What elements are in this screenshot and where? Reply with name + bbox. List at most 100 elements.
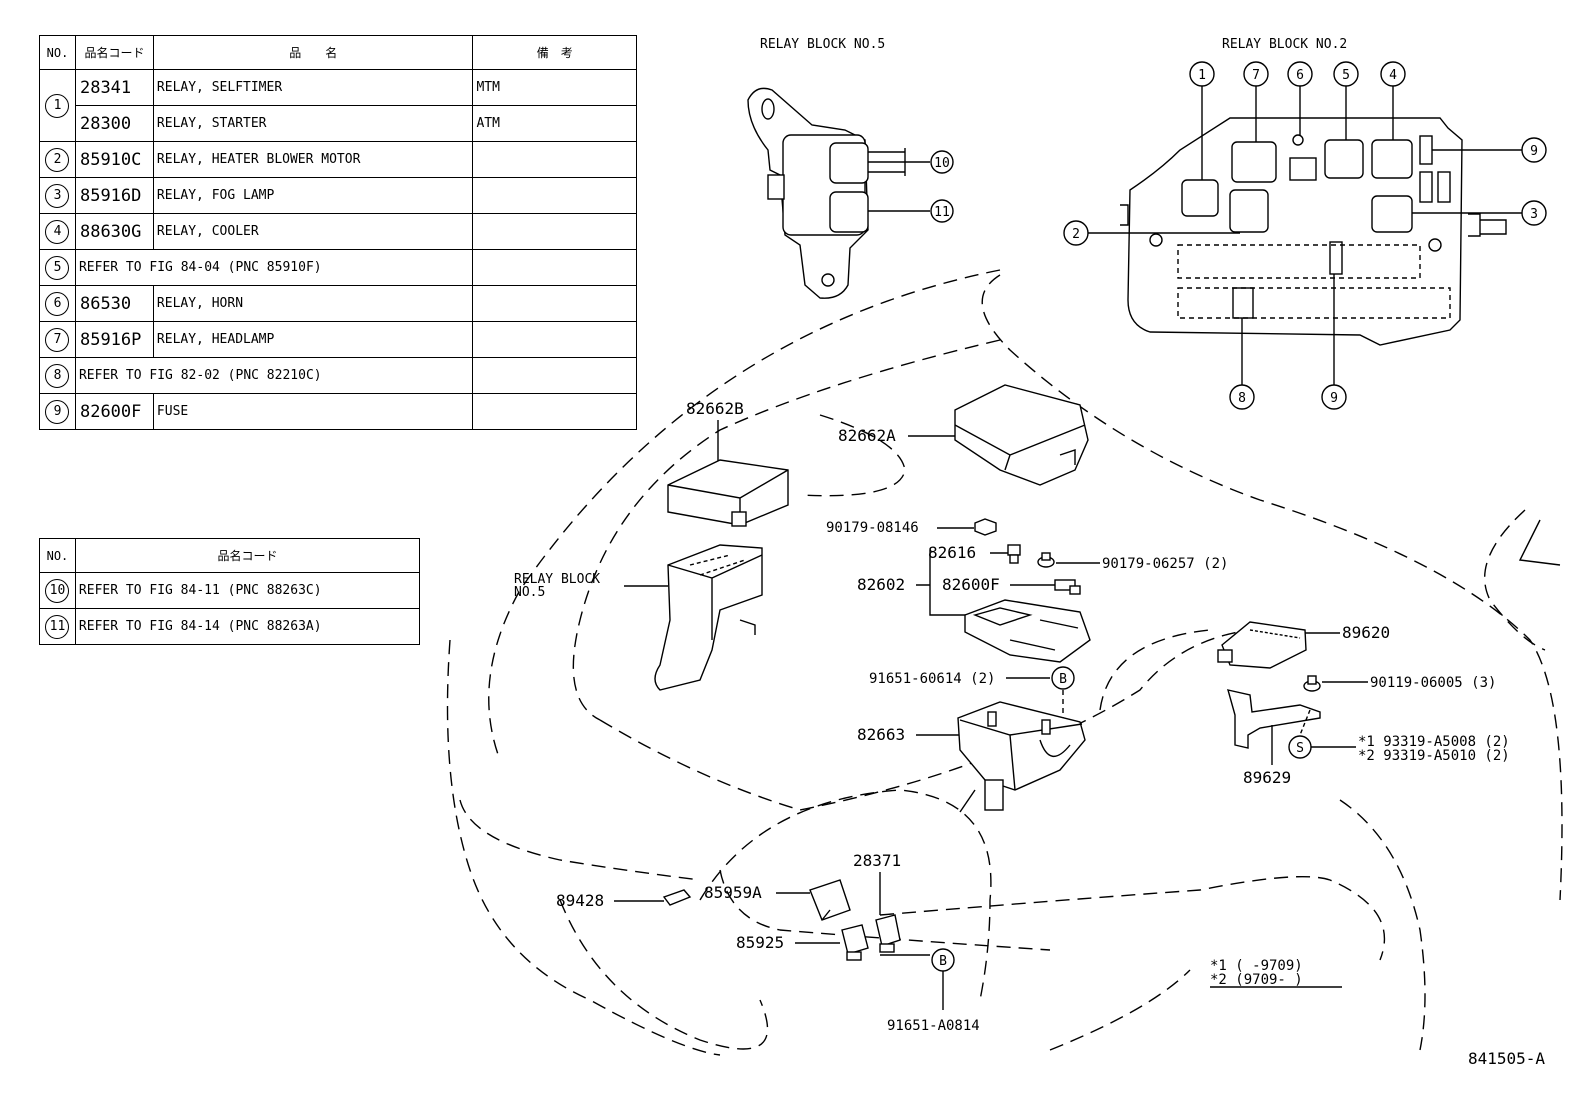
label-91651-60614: 91651-60614 (2)	[869, 671, 995, 687]
label-91651-a0814: 91651-A0814	[887, 1018, 980, 1034]
callout-1: 1	[1189, 61, 1215, 87]
relay-block-5-caption: RELAY BLOCK NO.5	[760, 37, 885, 52]
sensor-89428	[662, 889, 692, 906]
svg-text:2: 2	[1072, 227, 1080, 242]
col-header-remark: 備 考	[472, 35, 637, 70]
item-number-circle: 10	[45, 578, 70, 603]
callout-6: 6	[1287, 61, 1313, 87]
part-code: 28341	[74, 69, 154, 106]
col-header-code: 品名コード	[74, 538, 421, 573]
bolt-90119-06005	[1303, 675, 1321, 692]
label-90119-06005: 90119-06005 (3)	[1370, 675, 1496, 691]
footnote-1: *1 ( -9709)	[1210, 958, 1303, 974]
svg-text:B: B	[1059, 672, 1067, 687]
item-number-circle: 2	[45, 147, 70, 172]
cover-82662A	[954, 384, 1089, 486]
part-code: 85916P	[74, 321, 154, 358]
callout-4: 4	[1380, 61, 1406, 87]
relay-block-2-drawing	[1120, 117, 1507, 346]
table-header-row: NO. 品名コード	[39, 538, 421, 573]
lower-box-82663	[957, 701, 1086, 811]
svg-text:S: S	[1296, 741, 1304, 756]
relay-block-label-line1: RELAY BLOCK	[514, 572, 600, 587]
control-module-89620	[1217, 621, 1307, 669]
relay-block-base	[654, 544, 763, 691]
item-number-circle: 4	[45, 219, 70, 244]
relay-block-2-caption: RELAY BLOCK NO.2	[1222, 37, 1347, 52]
junction-block-82602	[964, 599, 1091, 663]
table-row: 6 86530 RELAY, HORN	[39, 285, 637, 322]
footnote-2: *2 (9709- )	[1210, 972, 1303, 988]
relay-block-5-drawing	[747, 87, 930, 299]
fuse-puller-82616	[1007, 544, 1021, 564]
table-row: 10 REFER TO FIG 84-11 (PNC 88263C)	[39, 572, 421, 609]
label-89620: 89620	[1342, 623, 1390, 642]
col-header-no: NO.	[39, 35, 76, 70]
label-93319-a5008: *1 93319-A5008 (2)	[1358, 734, 1510, 750]
callout-9: 9	[1321, 384, 1347, 410]
table-row: 7 85916P RELAY, HEADLAMP	[39, 321, 637, 358]
svg-text:9: 9	[1330, 391, 1338, 406]
item-number-circle: 8	[45, 363, 70, 388]
part-code: 28300	[74, 105, 154, 142]
svg-text:5: 5	[1342, 68, 1350, 83]
part-name: RELAY, SELFTIMER	[152, 69, 474, 106]
label-90179-08146: 90179-08146	[826, 520, 919, 536]
label-82600F: 82600F	[942, 575, 1000, 594]
item-number-circle: 3	[45, 183, 70, 208]
part-remark	[472, 177, 637, 214]
table-row: 28300 RELAY, STARTER ATM	[40, 105, 637, 142]
parts-table-main: NO. 品名コード 品 名 備 考 1 28341 RELAY, SELFTIM…	[39, 35, 637, 430]
label-82663: 82663	[857, 725, 905, 744]
part-remark: MTM	[472, 69, 637, 106]
part-code: 85916D	[74, 177, 154, 214]
svg-text:4: 4	[1389, 68, 1397, 83]
callout-10: 10	[930, 150, 954, 174]
svg-text:6: 6	[1296, 68, 1304, 83]
part-code: 82600F	[74, 393, 154, 430]
part-reference: REFER TO FIG 84-11 (PNC 88263C)	[74, 572, 421, 609]
bracket-85959A	[809, 879, 851, 921]
callout-3: 3	[1521, 200, 1547, 226]
rb2-callouts: 1 7 6 5 4 9 2 3 8 9	[1063, 61, 1547, 410]
svg-text:10: 10	[934, 156, 950, 171]
callout-2: 2	[1063, 220, 1089, 246]
label-89428: 89428	[556, 891, 604, 910]
part-remark: ATM	[472, 105, 637, 142]
part-code: 85910C	[74, 141, 154, 178]
fuse-82600F	[1054, 579, 1081, 595]
label-82602: 82602	[857, 575, 905, 594]
part-name: RELAY, HEATER BLOWER MOTOR	[152, 141, 474, 178]
svg-text:8: 8	[1238, 391, 1246, 406]
col-header-code: 品名コード	[74, 35, 154, 70]
relay-block-label-line2: NO.5	[514, 585, 545, 600]
label-82616: 82616	[928, 543, 976, 562]
part-name: RELAY, STARTER	[152, 105, 474, 142]
table-row: 9 82600F FUSE	[39, 393, 637, 430]
screw-90179-06257	[1037, 552, 1055, 568]
relay-28371	[875, 914, 901, 953]
svg-text:3: 3	[1530, 207, 1538, 222]
label-28371: 28371	[853, 851, 901, 870]
svg-text:9: 9	[1530, 144, 1538, 159]
table-row: 2 85910C RELAY, HEATER BLOWER MOTOR	[39, 141, 637, 178]
col-header-no: NO.	[39, 538, 76, 573]
item-number-circle: 5	[45, 255, 70, 280]
svg-text:B: B	[939, 954, 947, 969]
callout-B-upper: B	[1051, 666, 1075, 690]
table-row: 11 REFER TO FIG 84-14 (PNC 88263A)	[39, 608, 421, 645]
item-number-circle: 11	[45, 614, 70, 639]
label-90179-06257: 90179-06257 (2)	[1102, 556, 1228, 572]
part-remark	[472, 393, 637, 430]
item-number-circle: 7	[45, 327, 70, 352]
item-number-circle: 9	[45, 399, 70, 424]
callout-8: 8	[1229, 384, 1255, 410]
table-header-row: NO. 品名コード 品 名 備 考	[39, 35, 637, 70]
label-93319-a5010: *2 93319-A5010 (2)	[1358, 748, 1510, 764]
item-number-circle: 1	[45, 93, 70, 118]
part-code: 86530	[74, 285, 154, 322]
callout-5: 5	[1333, 61, 1359, 87]
label-89629: 89629	[1243, 768, 1291, 787]
label-82662B: 82662B	[686, 399, 744, 418]
